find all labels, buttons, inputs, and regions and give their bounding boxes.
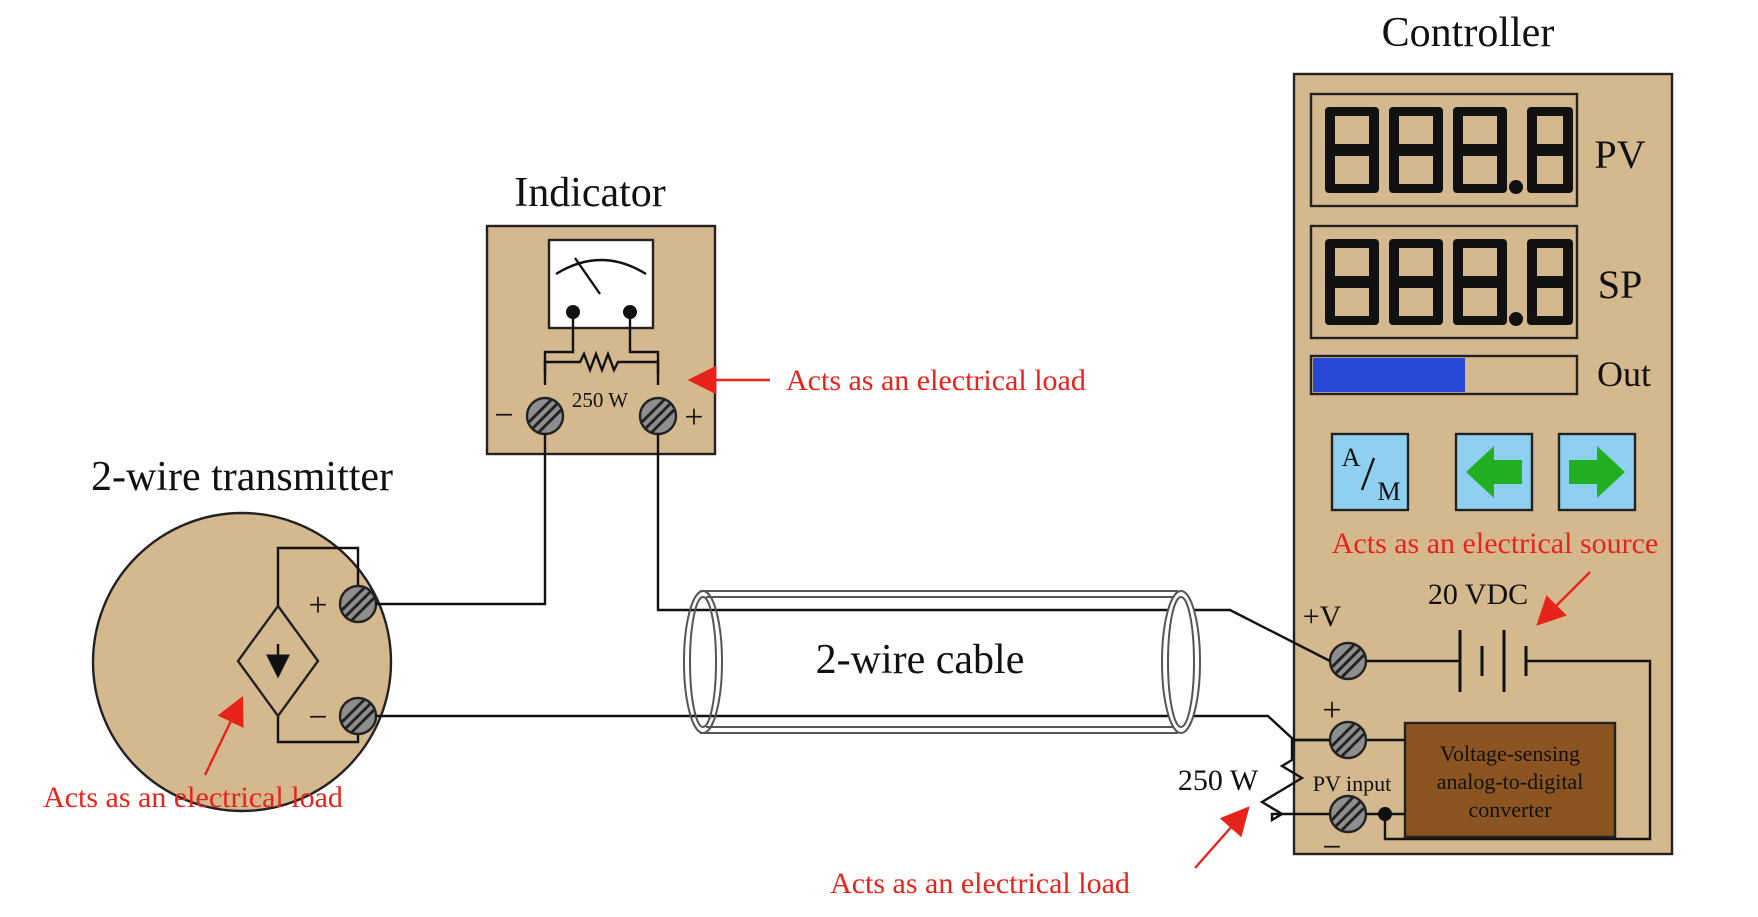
meter-needle-icon xyxy=(574,257,601,295)
left-arrow-icon xyxy=(1466,446,1522,498)
am-button-m: M xyxy=(1377,477,1400,506)
two-wire-cable: 2-wire cable xyxy=(683,590,1201,734)
annotation-controller-load: Acts as an electrical load xyxy=(830,867,1130,900)
current-source-icon xyxy=(236,603,320,719)
annotation-transmitter-load: Acts as an electrical load xyxy=(43,781,343,814)
indicator-plus-sign: + xyxy=(684,399,703,436)
pv-input-label: PV input xyxy=(1313,771,1391,796)
am-button-a: A xyxy=(1342,443,1361,472)
cable-label: 2-wire cable xyxy=(816,637,1025,683)
controller-plus-sign: + xyxy=(1322,692,1341,729)
annotation-controller-source: Acts as an electrical source xyxy=(1332,527,1659,560)
adc-box xyxy=(1403,721,1617,839)
wire-transmitter-plus-to-indicator xyxy=(376,434,547,606)
wire-transmitter-minus-to-controller xyxy=(376,714,1330,742)
transmitter-title: 2-wire transmitter xyxy=(91,454,393,500)
right-arrow-icon xyxy=(1569,446,1625,498)
adc-line3: converter xyxy=(1468,797,1552,822)
sp-label: SP xyxy=(1598,262,1643,307)
controller: PV SP Out A M +V 20 VDC xyxy=(1178,72,1674,866)
indicator: 250 W − + xyxy=(485,224,717,456)
transmitter: + − xyxy=(91,511,393,813)
sp-digits xyxy=(1325,239,1573,326)
plus-v-label: +V xyxy=(1303,600,1342,633)
adc-line2: analog-to-digital xyxy=(1437,769,1584,794)
pv-digits xyxy=(1325,107,1573,194)
controller-minus-sign: − xyxy=(1322,829,1341,866)
transmitter-minus-sign: − xyxy=(308,699,327,736)
transmitter-housing xyxy=(91,511,393,813)
meter-scale-arc xyxy=(555,258,647,276)
controller-resistor-label: 250 W xyxy=(1178,764,1259,797)
supply-voltage-label: 20 VDC xyxy=(1428,578,1528,611)
wire-indicator-plus-to-controller xyxy=(656,434,1331,663)
out-bar-fill xyxy=(1313,358,1465,392)
indicator-minus-sign: − xyxy=(494,397,513,434)
controller-resistor xyxy=(1259,738,1348,823)
indicator-resistor xyxy=(543,350,660,374)
pv-label: PV xyxy=(1594,132,1645,177)
indicator-resistor-label: 250 W xyxy=(572,388,628,412)
out-label: Out xyxy=(1597,354,1651,394)
controller-title: Controller xyxy=(1382,10,1555,56)
indicator-meter-face xyxy=(547,238,655,330)
adc-line1: Voltage-sensing xyxy=(1440,741,1580,766)
indicator-title: Indicator xyxy=(514,170,666,216)
annotation-indicator-load: Acts as an electrical load xyxy=(786,364,1086,397)
transmitter-plus-sign: + xyxy=(308,587,327,624)
